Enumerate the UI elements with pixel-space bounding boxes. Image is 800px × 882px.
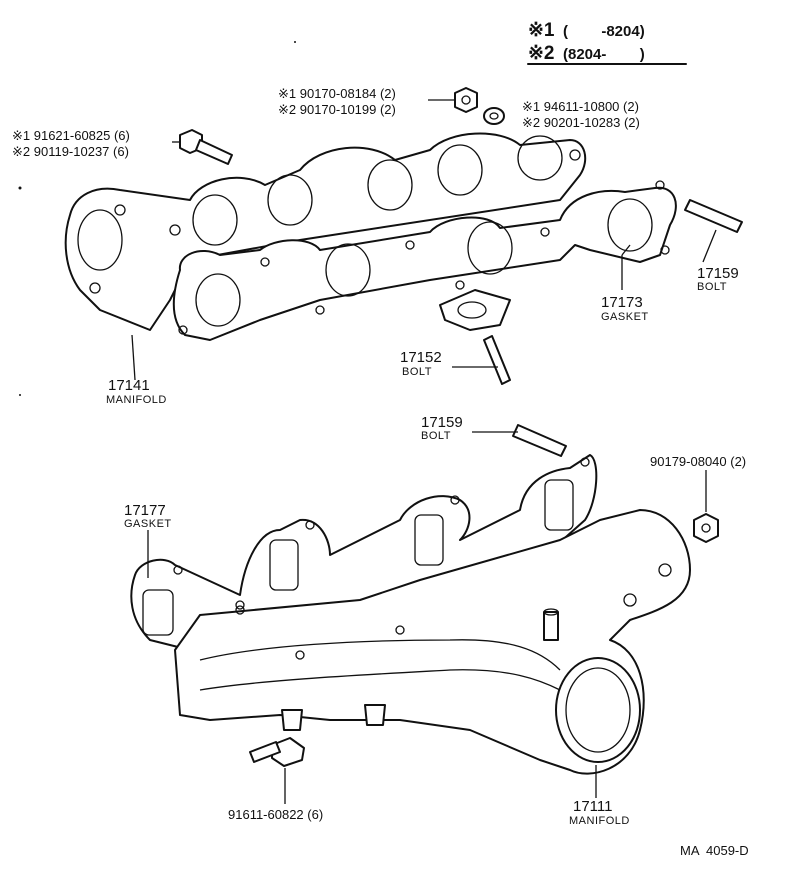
label-washer-1: ※1 94611-10800 (2): [522, 99, 639, 114]
label-stud-lower-name: BOLT: [421, 430, 451, 442]
label-manifold-upper-num: 17141: [108, 377, 150, 394]
speck: [294, 41, 296, 43]
bolt-lower: [249, 737, 305, 767]
label-manifold-upper-name: MANIFOLD: [106, 394, 167, 406]
label-nut-top-2: ※2 90170-10199 (2): [278, 102, 396, 117]
label-gasket-upper-name: GASKET: [601, 311, 649, 323]
stud-lower: [512, 424, 567, 457]
label-nut-top-1: ※1 90170-08184 (2): [278, 86, 396, 101]
label-stud-right-num: 17159: [697, 265, 739, 282]
legend-range-1: ( -8204): [563, 23, 645, 40]
washer-top: [483, 107, 505, 125]
label-stud-lower-num: 17159: [421, 414, 463, 431]
label-stud-mid-name: BOLT: [402, 366, 432, 378]
bolt-left: [179, 129, 233, 165]
speck: [19, 394, 21, 396]
label-bolt-left-2: ※2 90119-10237 (6): [12, 144, 129, 159]
label-washer-2: ※2 90201-10283 (2): [522, 115, 640, 130]
speck: [18, 186, 22, 190]
legend-mark-2: ※2: [528, 43, 555, 64]
label-manifold-lower-name: MANIFOLD: [569, 815, 630, 827]
stud-mid: [483, 335, 511, 385]
label-gasket-lower-num: 17177: [124, 502, 166, 519]
legend-mark-1: ※1: [528, 20, 555, 41]
label-stud-mid-num: 17152: [400, 349, 442, 366]
label-gasket-lower-name: GASKET: [124, 518, 172, 530]
lower-gasket: [130, 454, 598, 651]
nut-lower: [693, 513, 719, 543]
upper-manifold: [64, 132, 587, 331]
label-stud-right-name: BOLT: [697, 281, 727, 293]
lower-manifold: [174, 509, 691, 775]
label-nut-lower: 90179-08040 (2): [650, 454, 747, 469]
upper-gasket: [172, 180, 677, 341]
label-bolt-lower: 91611-60822 (6): [228, 807, 324, 822]
label-bolt-left-1: ※1 91621-60825 (6): [12, 128, 130, 143]
label-gasket-upper-num: 17173: [601, 294, 643, 311]
nut-top: [454, 87, 478, 113]
legend-range-2: (8204- ): [563, 46, 645, 63]
label-manifold-lower-num: 17111: [573, 798, 613, 815]
diagram-code: MA 4059-D: [680, 843, 749, 858]
leader-lines: [131, 99, 717, 804]
stud-right: [684, 199, 743, 233]
